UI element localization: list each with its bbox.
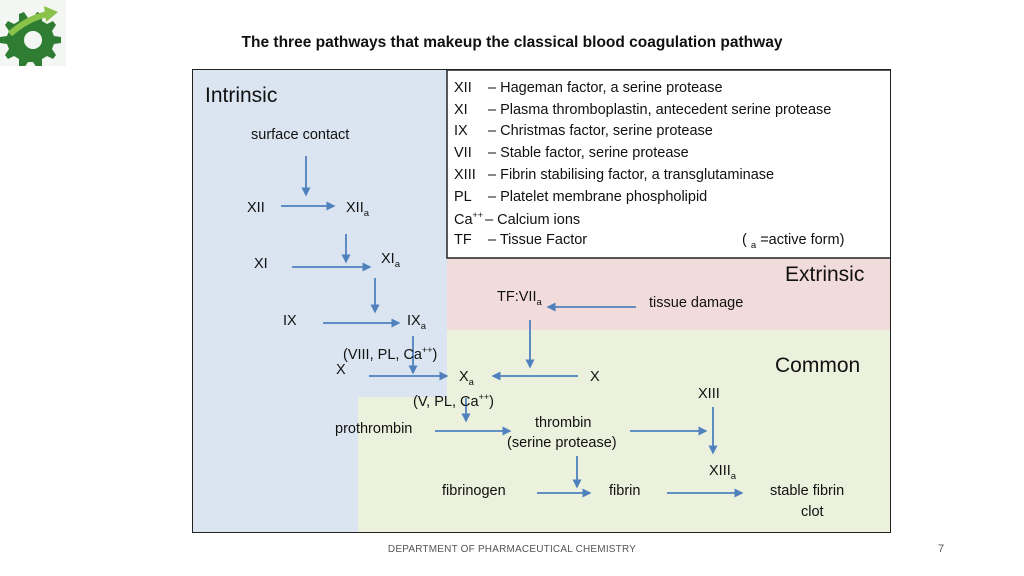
legend-sup: ++ — [472, 210, 484, 221]
node-clot: clot — [801, 504, 824, 520]
node-ixa: IXa — [407, 313, 426, 332]
extrinsic-region — [447, 258, 890, 330]
node-xiia: XIIa — [346, 200, 370, 219]
legend-desc: – Calcium ions — [485, 212, 581, 229]
diagram-canvas — [193, 70, 890, 532]
legend-abbr: XI — [454, 101, 468, 118]
node-xii: XII — [247, 200, 265, 216]
legend-item: XII – Hageman factor, a serine protease — [454, 80, 723, 96]
legend-abbr: PL — [454, 188, 472, 205]
legend-active-form-note: ( a =active form) — [742, 232, 845, 251]
node-xiiia: XIIIa — [709, 463, 737, 482]
legend-box — [446, 70, 890, 259]
legend-desc: – Hageman factor, a serine protease — [488, 80, 723, 96]
page-number: 7 — [938, 543, 945, 555]
gear-arrow-logo-icon — [0, 0, 66, 66]
node-serine-protease: (serine protease) — [507, 435, 617, 451]
arrows — [281, 156, 744, 498]
node-xia: XIa — [381, 251, 400, 270]
legend-abbr: VII — [454, 145, 472, 162]
node-cofactor-viii: (VIII, PL, Ca++) — [343, 345, 438, 363]
pathway-diagram: Intrinsic Extrinsic Common XII – Hageman … — [192, 69, 891, 533]
legend-abbr: IX — [454, 123, 468, 140]
node-xiii: XIII — [698, 386, 720, 402]
node-prothrombin: prothrombin — [335, 421, 413, 437]
legend-item: IX – Christmas factor, serine protease — [454, 123, 713, 139]
legend-abbr: XII — [454, 80, 472, 96]
legend-abbr: XIII — [454, 166, 476, 183]
node-tissue-damage: tissue damage — [649, 295, 744, 311]
node-fibrin: fibrin — [609, 483, 641, 499]
footer-department: DEPARTMENT OF PHARMACEUTICAL CHEMISTRY — [387, 544, 637, 555]
extrinsic-title: Extrinsic — [785, 263, 865, 286]
slide-title: The three pathways that makeup the class… — [241, 34, 783, 51]
legend-desc: – Tissue Factor — [488, 231, 588, 248]
node-fibrinogen: fibrinogen — [442, 483, 506, 499]
intrinsic-title: Intrinsic — [205, 84, 278, 107]
legend-desc: – Christmas factor, serine protease — [488, 123, 713, 140]
node-tf-viia: TF:VIIa — [497, 289, 542, 308]
legend-desc: – Plasma thromboplastin, antecedent seri… — [488, 101, 832, 118]
legend-item: VII – Stable factor, serine protease — [454, 145, 689, 161]
legend-abbr: Ca — [454, 212, 473, 229]
legend-desc: – Platelet membrane phospholipid — [488, 188, 708, 205]
legend-item: XIII – Fibrin stabilising factor, a trans… — [454, 167, 774, 183]
node-xa: Xa — [459, 369, 474, 388]
legend-item: Ca++– Calcium ions — [454, 210, 580, 228]
node-xi: XI — [254, 256, 268, 272]
node-cofactor-v: (V, PL, Ca++) — [413, 392, 494, 410]
node-stable-fibrin: stable fibrin — [770, 483, 845, 499]
common-title: Common — [775, 354, 861, 377]
node-x-left: X — [336, 362, 346, 378]
node-thrombin: thrombin — [535, 415, 592, 431]
legend-item: TF – Tissue Factor — [454, 232, 587, 248]
legend-abbr: TF — [454, 231, 472, 248]
legend-item: PL – Platelet membrane phospholipid — [454, 189, 707, 205]
legend-item: XI – Plasma thromboplastin, antecedent se… — [454, 102, 831, 118]
node-x-right: X — [590, 369, 600, 385]
legend-desc: – Stable factor, serine protease — [488, 145, 689, 162]
common-region — [358, 330, 890, 532]
node-surface-contact: surface contact — [251, 127, 350, 143]
node-ix: IX — [283, 313, 297, 329]
legend-desc: – Fibrin stabilising factor, a transglut… — [488, 166, 775, 183]
